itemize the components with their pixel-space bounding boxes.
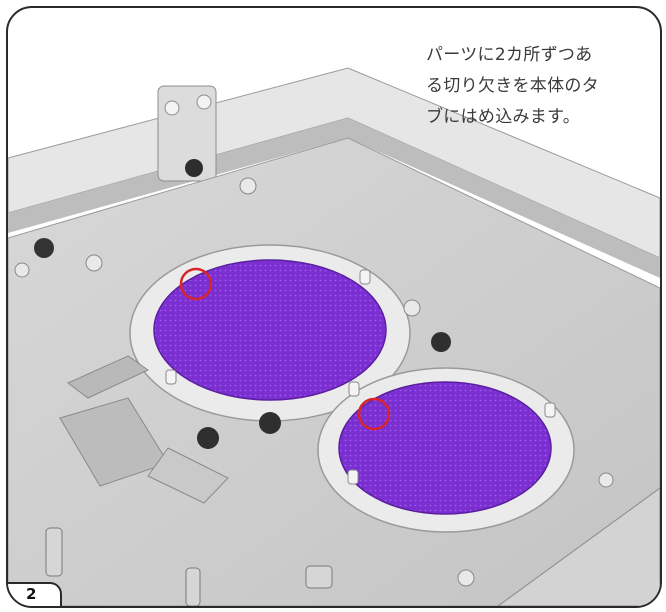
instruction-panel: パーツに2カ所ずつあ る切り欠きを本体のタ ブにはめ込みます。 2 [6, 6, 662, 608]
step-badge: 2 [8, 582, 62, 606]
instruction-line-3: ブにはめ込みます。 [426, 107, 580, 127]
notch-marker-upper [179, 267, 213, 301]
instruction-text: パーツに2カ所ずつあ る切り欠きを本体のタ ブにはめ込みます。 [426, 40, 652, 133]
mesh-disc-upper [153, 259, 387, 401]
instruction-line-1: パーツに2カ所ずつあ [426, 45, 593, 65]
step-number: 2 [26, 585, 37, 603]
chassis-illustration [8, 67, 660, 606]
notch-marker-lower [357, 397, 391, 431]
mesh-disc-lower [338, 381, 552, 515]
instruction-line-2: る切り欠きを本体のタ [426, 76, 599, 96]
hinge-bracket [157, 85, 217, 182]
screws [14, 159, 614, 587]
